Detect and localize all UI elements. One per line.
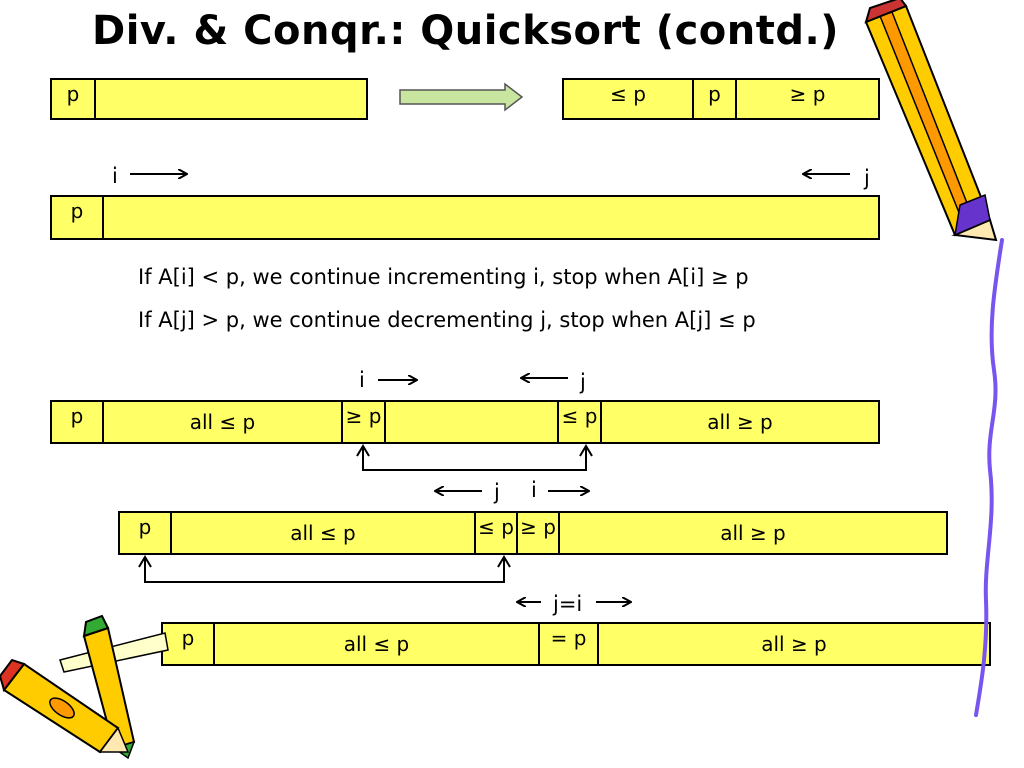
pivot-cell: p (120, 513, 172, 553)
row3-array: p all ≤ p ≥ p ≤ p all ≥ p (50, 400, 880, 444)
swap-connector-row3 (362, 448, 587, 471)
unscanned-cell (386, 402, 559, 442)
stop-i-cell: ≥ p (343, 402, 386, 442)
i-label-row4: i (531, 478, 537, 502)
slide-title: Div. & Conqr.: Quicksort (contd.) (92, 8, 839, 54)
equal-pivot-cell: = p (540, 624, 599, 664)
pivot-cell: p (52, 402, 104, 442)
row4-array: p all ≤ p ≤ p ≥ p all ≥ p (118, 511, 948, 555)
row1-partitioned-array: ≤ p p ≥ p (562, 78, 880, 120)
all-less-equal-cell: all ≤ p (172, 513, 476, 553)
pivot-cell: p (694, 80, 737, 118)
transform-arrow-icon (399, 82, 524, 112)
greater-equal-cell: ≥ p (518, 513, 560, 553)
pivot-cell: p (52, 197, 104, 238)
all-greater-equal-cell: all ≥ p (761, 632, 827, 656)
pivot-cell: p (52, 80, 96, 118)
stop-j-cell: ≤ p (559, 402, 602, 442)
note-increment-i: If A[i] < p, we continue incrementing i,… (138, 265, 749, 289)
row1-initial-array: p (50, 78, 368, 120)
note-decrement-j: If A[j] > p, we continue decrementing j,… (138, 308, 756, 332)
row2-array: p (50, 195, 880, 240)
swap-connector-row4 (144, 559, 505, 583)
pivot-cell: p (163, 624, 215, 664)
less-equal-cell: ≤ p (564, 80, 694, 118)
all-less-equal-cell: all ≤ p (104, 402, 343, 442)
less-equal-cell: ≤ p (476, 513, 518, 553)
all-greater-equal-cell: all ≥ p (720, 521, 786, 545)
row5-array: p all ≤ p = p all ≥ p (161, 622, 991, 666)
i-label-row3: i (359, 368, 365, 392)
j-label-row2: j (864, 166, 870, 190)
pencil-icon (864, 0, 998, 242)
greater-equal-cell: ≥ p (789, 82, 826, 106)
j-label-row4: j (494, 480, 500, 504)
j-equals-i-label: j=i (553, 592, 583, 616)
j-label-row3: j (580, 370, 586, 394)
squiggle-border-right (974, 238, 1004, 717)
all-less-equal-cell: all ≤ p (215, 624, 540, 664)
all-greater-equal-cell: all ≥ p (707, 410, 773, 434)
crayons-icon (0, 614, 169, 760)
i-label-row2: i (112, 164, 118, 188)
